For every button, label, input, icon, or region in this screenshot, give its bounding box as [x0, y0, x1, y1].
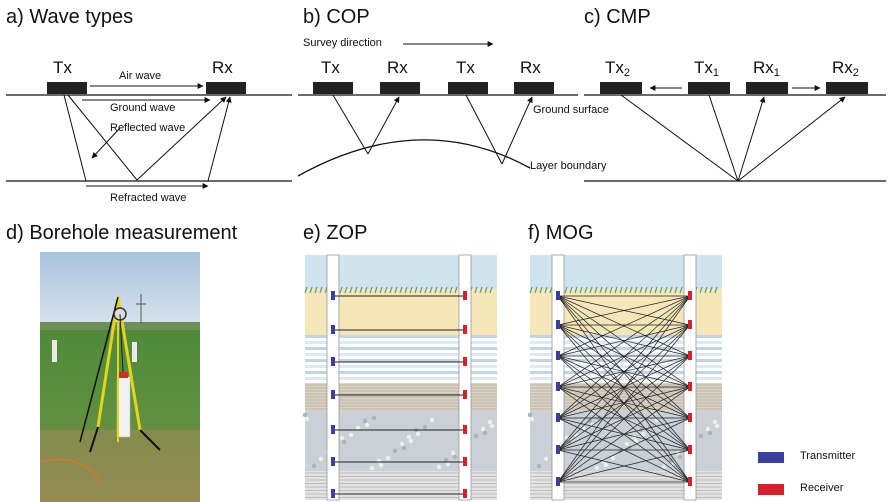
panel-d-title: d) Borehole measurement [6, 222, 238, 244]
receiver-swatch [758, 484, 784, 495]
mog-ray [557, 324, 691, 357]
panel-a-title: a) Wave types [6, 6, 134, 28]
transmitter-marker [331, 291, 335, 300]
transmitter-antenna-1 [688, 82, 730, 94]
mog-ray [557, 417, 691, 483]
rx1-label: Rx1 [753, 58, 780, 79]
reflected-wave-label: Reflected wave [110, 122, 186, 134]
receiver-antenna-2 [514, 82, 554, 94]
panel-f-title: f) MOG [528, 222, 594, 244]
ground-surface-label: Ground surface [533, 104, 609, 116]
tx-label-2: Tx [456, 58, 475, 77]
tx-label-1: Tx [321, 58, 340, 77]
transmitter-marker [556, 477, 560, 486]
refracted-wave-up [207, 96, 232, 182]
panel-b-title: b) COP [303, 6, 370, 28]
transmitter-antenna-2 [600, 82, 642, 94]
borehole-photo [40, 252, 200, 502]
transmitter-marker [331, 489, 335, 498]
mog-ray [557, 324, 691, 483]
transmitter-marker [556, 382, 560, 391]
transmitter-antenna [47, 82, 87, 94]
tx2-label: Tx2 [605, 58, 631, 79]
mog-ray [557, 386, 691, 419]
mog-ray [557, 295, 691, 419]
transmitter-marker [556, 320, 560, 329]
mog-ray [557, 324, 691, 388]
transmitter-marker [331, 357, 335, 366]
receiver-marker [463, 325, 467, 334]
transmitter-marker [331, 425, 335, 434]
receiver-marker [688, 477, 692, 486]
mog-ray [557, 355, 691, 483]
transmitter-antenna-1 [313, 82, 353, 94]
reflected-wave-up [136, 96, 227, 181]
refracted-wave-down [63, 94, 87, 182]
tx1-label: Tx1 [694, 58, 720, 79]
transmitter-marker [556, 413, 560, 422]
transmitter-marker [556, 445, 560, 454]
mog-ray [557, 386, 691, 483]
rx-label: Rx [212, 58, 233, 77]
mog-ray [557, 295, 691, 357]
receiver-marker [463, 425, 467, 434]
tx-label: Tx [53, 58, 72, 77]
ground-wave-label: Ground wave [110, 102, 176, 114]
mog-ray [557, 324, 691, 419]
receiver-antenna-1 [746, 82, 788, 94]
receiver-marker [688, 382, 692, 391]
mog-ray [557, 449, 691, 483]
mog-ray [557, 295, 691, 326]
receiver-antenna-2 [826, 82, 868, 94]
layer-boundary-curve [297, 139, 531, 177]
receiver-marker [463, 357, 467, 366]
receiver-marker [688, 445, 692, 454]
receiver-marker [688, 320, 692, 329]
receiver-marker [688, 413, 692, 422]
layer-boundary-label: Layer boundary [530, 160, 607, 172]
rx-label-1: Rx [387, 58, 408, 77]
mog-cross-section [527, 254, 722, 501]
receiver-marker [463, 390, 467, 399]
mog-ray [557, 417, 691, 451]
mog-ray [557, 295, 691, 451]
mog-ray [557, 324, 691, 451]
receiver-antenna-1 [380, 82, 420, 94]
mog-ray [557, 355, 691, 419]
panel-a-diagram [6, 82, 292, 189]
transmitter-legend-label: Transmitter [800, 450, 856, 462]
receiver-antenna [206, 82, 246, 94]
panel-c-diagram [584, 82, 886, 182]
rx-label-2: Rx [520, 58, 541, 77]
mog-ray [557, 386, 691, 451]
receiver-marker [463, 489, 467, 498]
receiver-legend-label: Receiver [800, 482, 844, 494]
panel-e-title: e) ZOP [303, 222, 368, 244]
transmitter-marker [556, 291, 560, 300]
transmitter-swatch [758, 452, 784, 463]
mog-ray [557, 295, 691, 388]
transmitter-marker [331, 457, 335, 466]
receiver-marker [463, 457, 467, 466]
receiver-marker [463, 291, 467, 300]
borehole-photo-illustration [40, 252, 200, 502]
reflected-wave-down [67, 94, 138, 181]
transmitter-marker [331, 390, 335, 399]
transmitter-antenna-2 [448, 82, 488, 94]
panel-c-title: c) CMP [584, 6, 651, 28]
panel-b-diagram [297, 41, 578, 177]
receiver-marker [688, 291, 692, 300]
reflected-label-arrow-a [91, 127, 121, 159]
transmitter-marker [556, 351, 560, 360]
refracted-wave-label: Refracted wave [110, 192, 187, 204]
rx2-label: Rx2 [832, 58, 859, 79]
receiver-marker [688, 351, 692, 360]
air-wave-label: Air wave [119, 70, 162, 82]
transmitter-marker [331, 325, 335, 334]
mog-ray [557, 295, 691, 483]
zop-cross-section [302, 254, 497, 501]
survey-direction-label: Survey direction [303, 37, 382, 49]
